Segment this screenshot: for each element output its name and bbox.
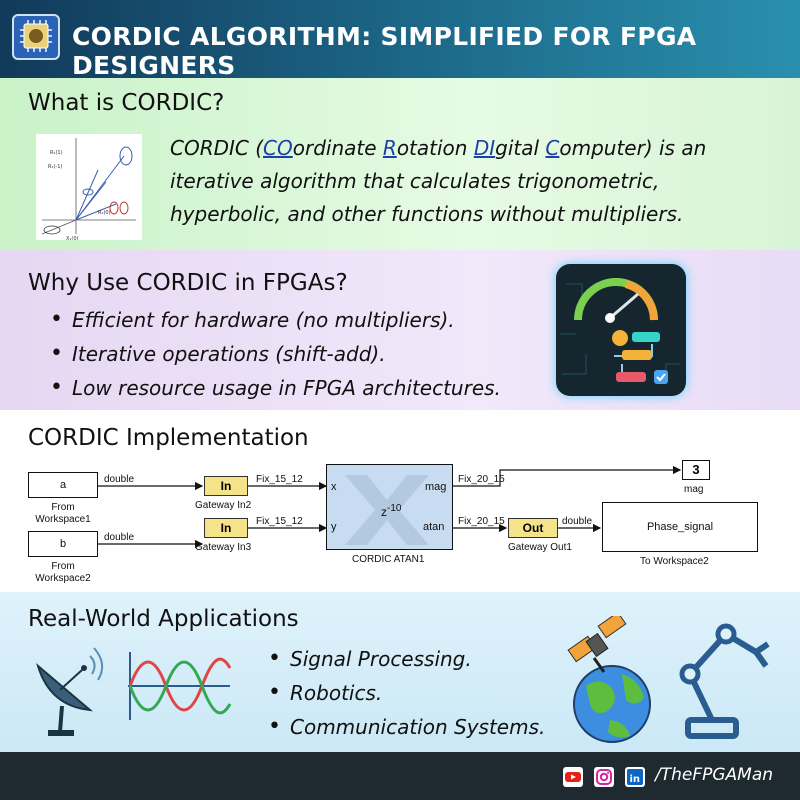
youtube-icon[interactable]	[563, 767, 583, 787]
satellite-globe-icon	[560, 611, 660, 746]
gateway-in3-block[interactable]: In	[204, 518, 248, 538]
fix-type-label: Fix_20_15	[458, 474, 505, 485]
from-workspace1-block[interactable]: a	[28, 472, 98, 498]
port-x-label: x	[331, 481, 337, 493]
port-atan-label: atan	[423, 521, 445, 533]
satellite-dish-icon	[30, 636, 116, 742]
cordic-vector-diagram: R₁(1) R₁(-1) R₁(0) X₁(0)	[36, 134, 142, 242]
why-title: Why Use CORDIC in FPGAs?	[28, 270, 348, 296]
list-item: Robotics.	[268, 676, 545, 710]
mag-output-port[interactable]: 3	[682, 460, 710, 480]
what-paragraph: CORDIC (COordinate Rotation DIgital Comp…	[170, 136, 707, 226]
from-workspace1-label: From Workspace1	[35, 502, 91, 525]
svg-text:in: in	[630, 774, 641, 785]
gateway-in3-label: Gateway In3	[195, 542, 252, 553]
from-workspace2-block[interactable]: b	[28, 531, 98, 557]
apps-bullet-list: Signal Processing. Robotics. Communicati…	[268, 642, 545, 744]
signal-type-label: double	[562, 516, 593, 527]
signal-type-label: double	[104, 532, 135, 543]
gateway-in2-label: Gateway In2	[195, 500, 252, 511]
impl-title: CORDIC Implementation	[28, 425, 309, 451]
speedometer-workflow-icon	[556, 264, 686, 396]
to-workspace2-block[interactable]: Phase_signal	[602, 502, 758, 552]
cordic-atan-block[interactable]: x y mag atan z-10	[326, 464, 453, 550]
footer-bar	[0, 752, 800, 800]
list-item: Signal Processing.	[268, 642, 545, 676]
why-bullet-list: Efficient for hardware (no multipliers).…	[50, 303, 501, 405]
instagram-icon[interactable]	[594, 767, 614, 787]
page-title: CORDIC ALGORITHM: SIMPLIFIED FOR FPGA DE…	[72, 22, 697, 80]
mag-output-label: mag	[684, 484, 704, 495]
gateway-in2-block[interactable]: In	[204, 476, 248, 496]
header-banner: CORDIC ALGORITHM: SIMPLIFIED FOR FPGA DE…	[0, 0, 800, 80]
gateway-out1-block[interactable]: Out	[508, 518, 558, 538]
signal-type-label: double	[104, 474, 135, 485]
linkedin-icon[interactable]: in	[625, 767, 645, 787]
port-y-label: y	[331, 521, 337, 533]
svg-text:R₁(-1): R₁(-1)	[48, 164, 62, 170]
fix-type-label: Fix_15_12	[256, 474, 303, 485]
delay-label: z-10	[381, 503, 402, 519]
list-item: Iterative operations (shift-add).	[50, 337, 501, 371]
svg-text:X₁(0): X₁(0)	[66, 236, 79, 240]
port-mag-label: mag	[425, 481, 447, 493]
to-workspace2-label: To Workspace2	[640, 556, 709, 567]
svg-text:R₁(1): R₁(1)	[50, 150, 63, 156]
sine-wave-icon	[124, 648, 234, 724]
what-title: What is CORDIC?	[28, 90, 225, 116]
svg-text:R₁(0): R₁(0)	[98, 210, 111, 216]
list-item: Low resource usage in FPGA architectures…	[50, 371, 501, 405]
cordic-atan-label: CORDIC ATAN1	[352, 554, 425, 565]
fix-type-label: Fix_20_15	[458, 516, 505, 527]
from-workspace2-label: From Workspace2	[35, 561, 91, 584]
apps-title: Real-World Applications	[28, 606, 299, 632]
social-handle[interactable]: /TheFPGAMan	[655, 765, 774, 785]
fpga-chip-logo-icon	[12, 14, 60, 60]
robot-arm-icon	[670, 616, 780, 746]
list-item: Communication Systems.	[268, 710, 545, 744]
simulink-wires	[98, 465, 682, 549]
gateway-out1-label: Gateway Out1	[508, 542, 572, 553]
list-item: Efficient for hardware (no multipliers).	[50, 303, 501, 337]
fix-type-label: Fix_15_12	[256, 516, 303, 527]
